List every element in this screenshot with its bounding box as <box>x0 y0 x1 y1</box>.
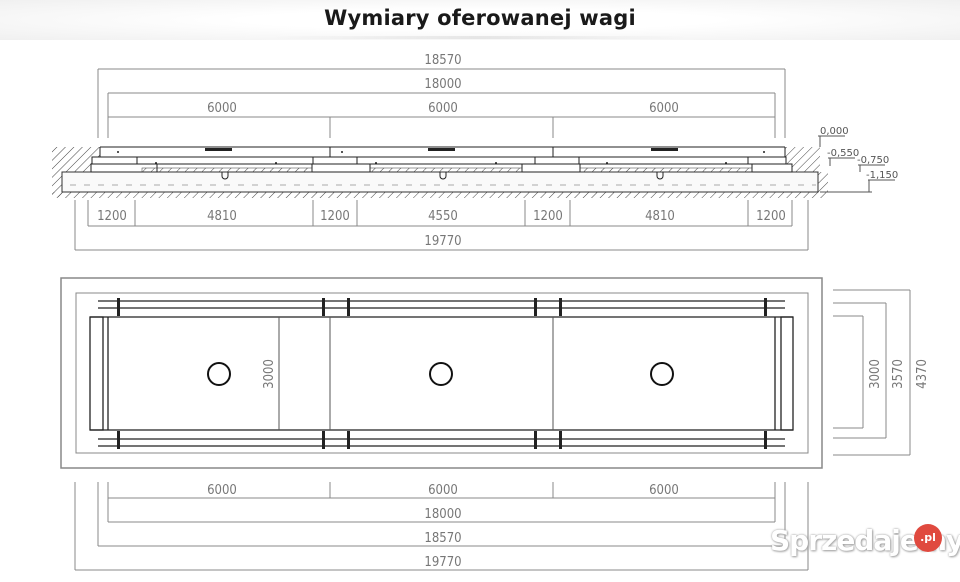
dim-seg-4: 4550 <box>428 209 458 224</box>
level-0000: 0,000 <box>820 126 849 137</box>
plan-dim-module-2: 6000 <box>428 483 458 498</box>
plan-dim-platform: 18000 <box>424 507 461 522</box>
plan-dim-module-1: 6000 <box>207 483 237 498</box>
level-0750: -0,750 <box>857 155 889 166</box>
dim-seg-3: 1200 <box>320 209 350 224</box>
dim-platform-length: 18000 <box>424 77 461 92</box>
dim-seg-5: 1200 <box>533 209 563 224</box>
title-bar <box>0 0 960 40</box>
watermark-badge: .pl <box>914 524 942 552</box>
level-1150: -1,150 <box>866 170 898 181</box>
plan-view: 3000 3000 3570 4370 <box>60 277 930 571</box>
dim-seg-1: 1200 <box>97 209 127 224</box>
plan-dim-foundation: 19770 <box>424 555 461 570</box>
dim-side-3570: 3570 <box>891 359 906 389</box>
section-view: 18570 18000 6000 6000 6000 <box>52 53 898 251</box>
page-title: Wymiary oferowanej wagi <box>324 6 636 30</box>
dim-seg-7: 1200 <box>756 209 786 224</box>
plan-dim-pit: 18570 <box>424 531 461 546</box>
dim-side-3000: 3000 <box>868 359 883 389</box>
level-0550: -0,550 <box>827 148 859 159</box>
dim-overall-pit: 18570 <box>424 53 461 68</box>
dim-module-2: 6000 <box>428 101 458 116</box>
dim-module-3: 6000 <box>649 101 679 116</box>
dim-module-1: 6000 <box>207 101 237 116</box>
plan-dim-module-3: 6000 <box>649 483 679 498</box>
title-underline <box>270 36 690 39</box>
dim-seg-6: 4810 <box>645 209 675 224</box>
dim-foundation: 19770 <box>424 234 461 249</box>
dim-side-4370: 4370 <box>915 359 930 389</box>
dim-seg-2: 4810 <box>207 209 237 224</box>
dim-platform-width: 3000 <box>262 359 277 389</box>
